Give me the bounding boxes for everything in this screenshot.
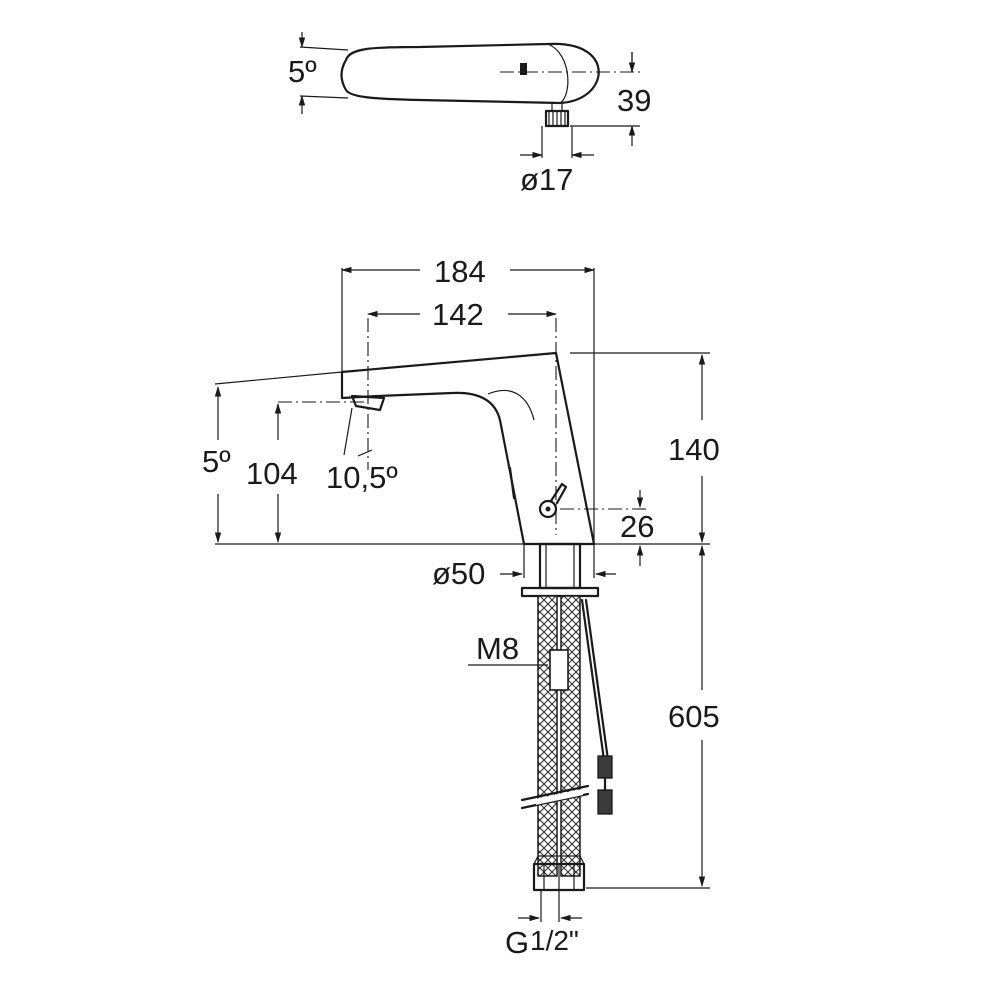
flex-hose-left (537, 595, 558, 877)
spout-height-104-label: 104 (246, 456, 298, 491)
top-view-handle-seam (547, 43, 569, 104)
top-view: 39 ø17 5º (288, 32, 651, 197)
cable-connector-1 (597, 755, 613, 779)
spout-reach-142-label: 142 (432, 297, 484, 332)
mounting-flange (520, 586, 600, 598)
cable-connector-2 (597, 789, 613, 815)
hose-break-line (520, 784, 590, 810)
spout-tilt-label: 10,5º (326, 460, 398, 495)
body-height-140-label: 140 (668, 432, 720, 467)
faucet-body-inner-curve (487, 389, 535, 421)
front-view: 184 142 5º 104 10,5º 140 26 (202, 254, 720, 960)
base-diameter-50-label: ø50 (432, 556, 485, 591)
sensor-height-26-label: 26 (620, 509, 654, 544)
threaded-stud-m8 (549, 649, 569, 691)
sensor-window (508, 466, 516, 500)
hose-length-605-label: 605 (668, 699, 720, 734)
top-view-handle-outline (340, 42, 600, 105)
angle-5-top-label: 5º (288, 54, 317, 89)
connection-g-label: G (505, 925, 529, 960)
sensor-cable (580, 598, 606, 762)
height-39-label: 39 (617, 83, 651, 118)
connection-fraction-label: 1/2" (530, 925, 579, 956)
aerator (350, 394, 386, 412)
total-length-184-label: 184 (434, 254, 486, 289)
diameter-17-label: ø17 (520, 162, 573, 197)
angle-5-front-label: 5º (202, 444, 231, 479)
flex-hose-right (560, 595, 581, 877)
thread-m8-label: M8 (476, 631, 519, 666)
temperature-lever (538, 482, 568, 519)
logo-mark (520, 63, 527, 75)
